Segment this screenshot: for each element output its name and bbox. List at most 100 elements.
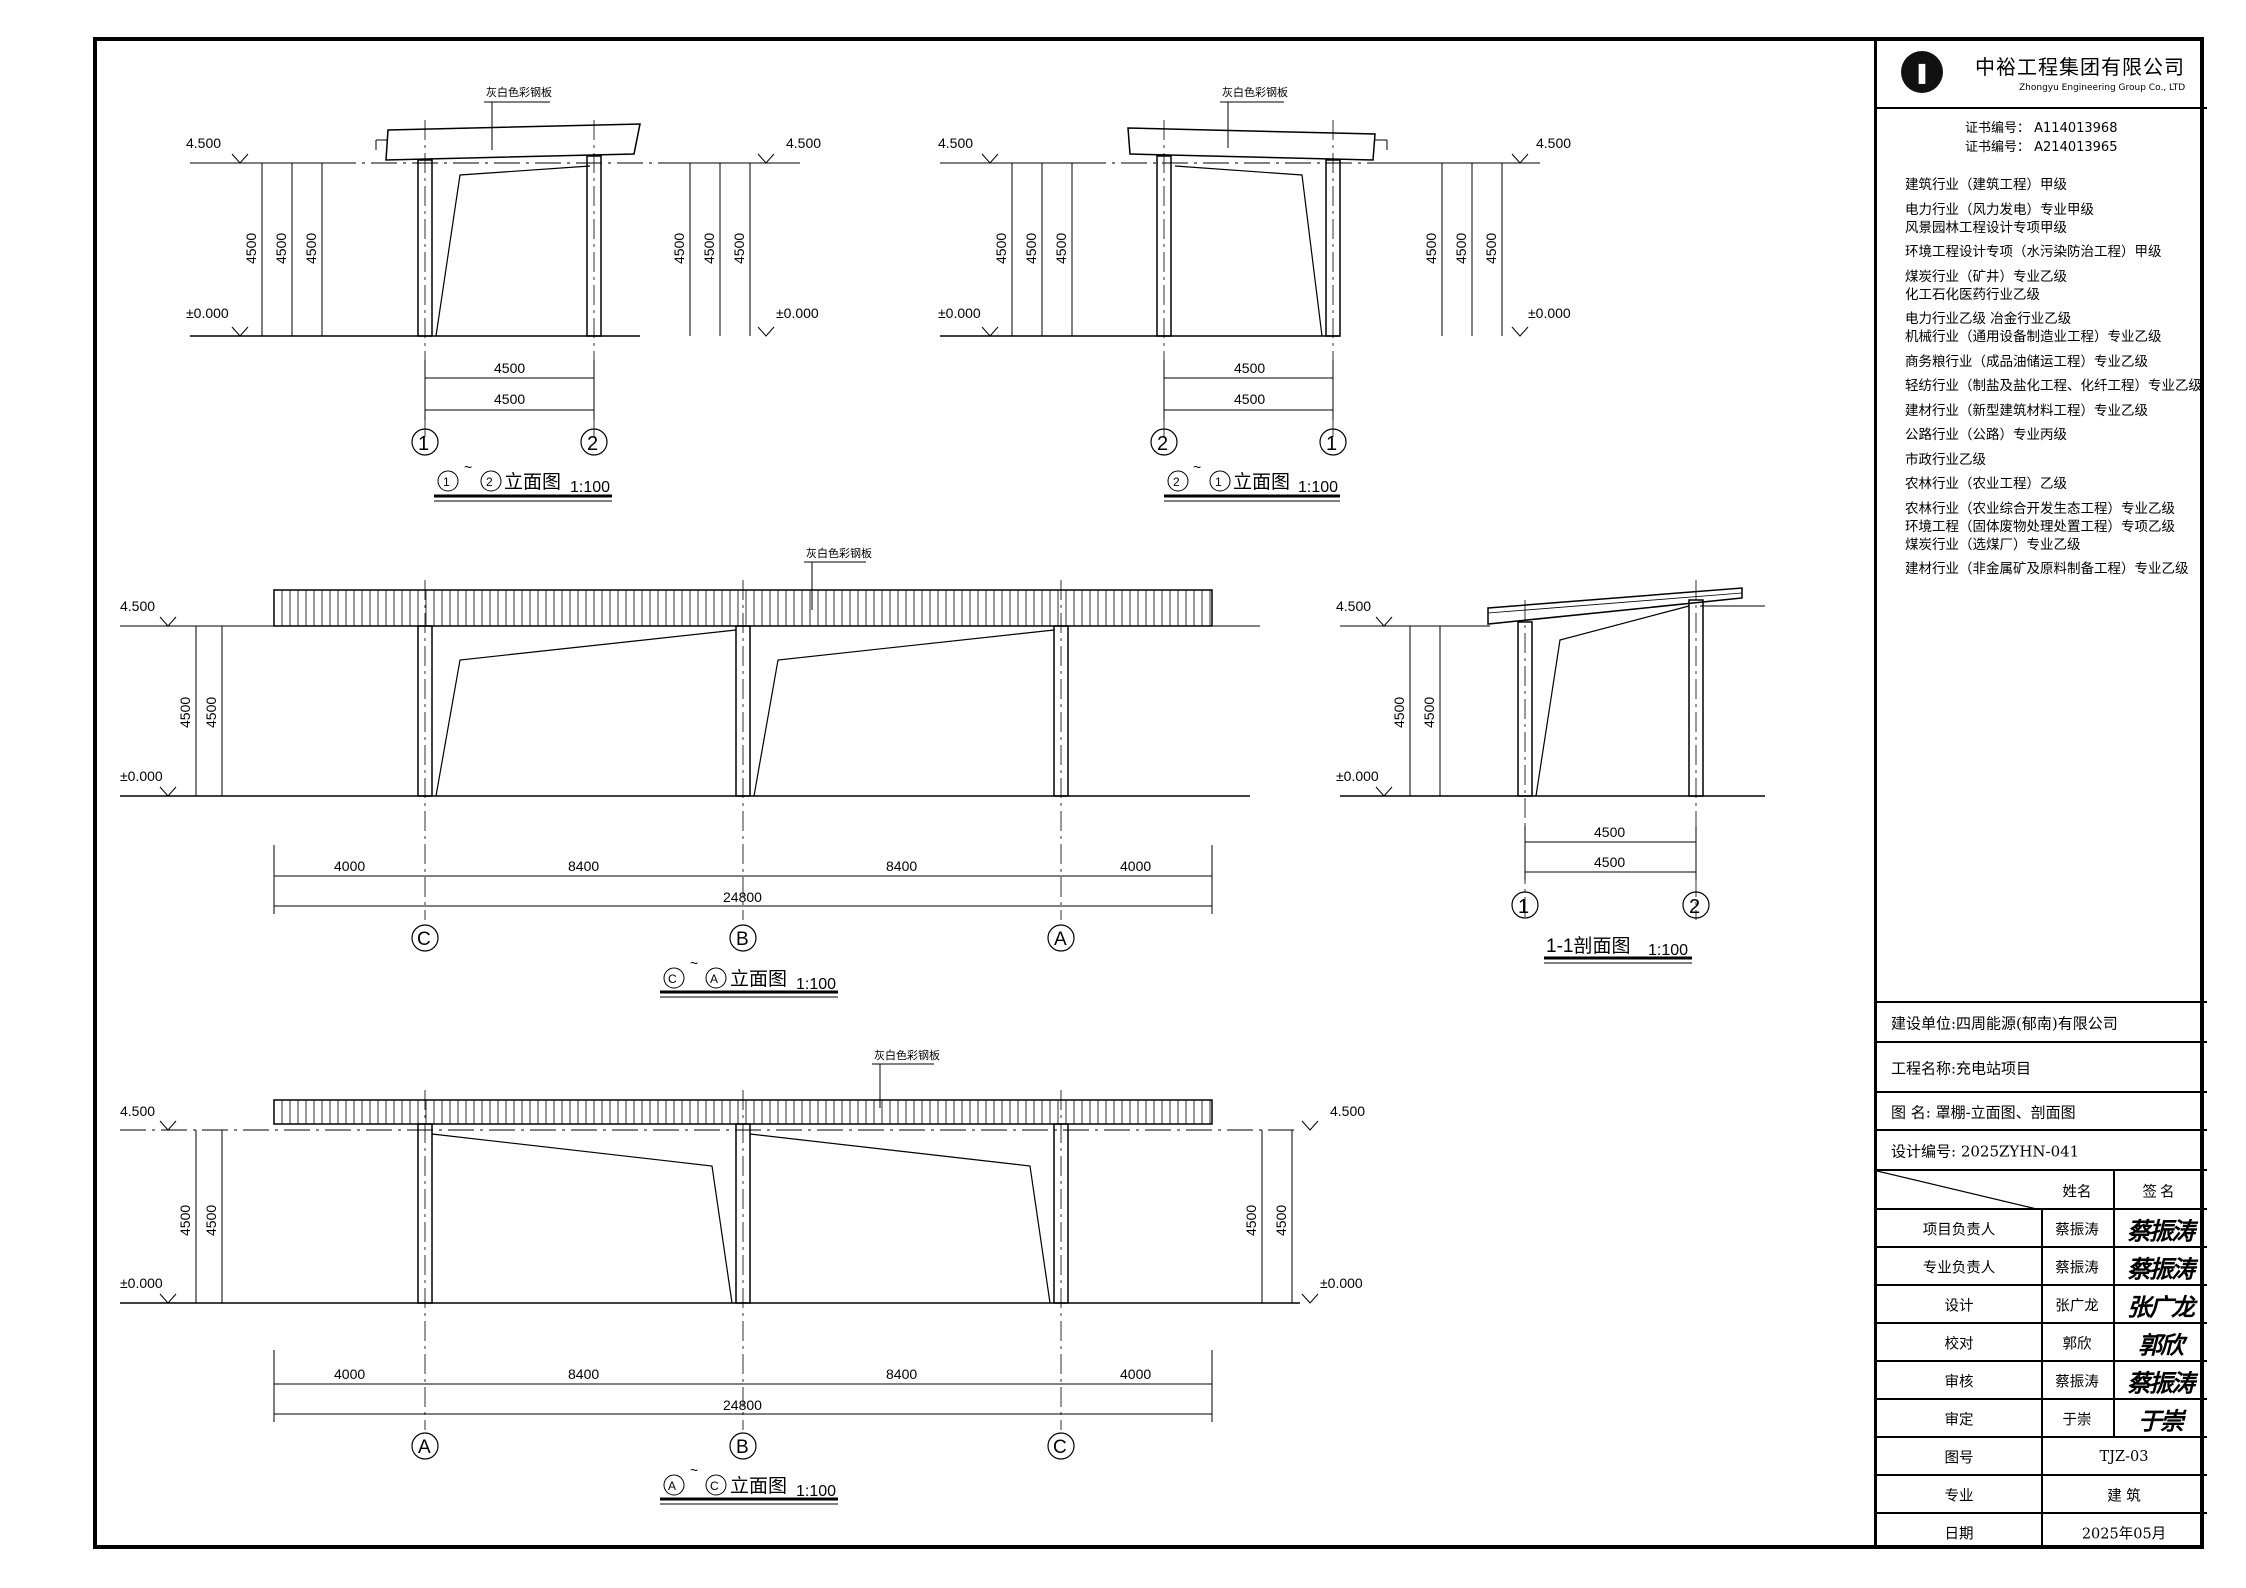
role-label: 审核 [1944, 1374, 1974, 1391]
dim-height: 4500 [1053, 233, 1069, 264]
elev-top-label: 4.500 [186, 135, 221, 151]
signature-mark: 张广龙 [2127, 1292, 2195, 1322]
elev-zero-label: ±0.000 [938, 305, 981, 321]
view-scale: 1:100 [796, 976, 836, 993]
dim-4000: 4000 [1120, 858, 1151, 874]
role-label: 审定 [1944, 1412, 1974, 1429]
dim-height: 4500 [1273, 1205, 1289, 1236]
qualification-item: 机械行业（通用设备制造业工程）专业乙级 [1905, 329, 2162, 345]
client-name: 建设单位:四周能源(郁南)有限公司 [1891, 1014, 2118, 1033]
drawing-frame [93, 37, 2204, 1549]
axis-label: C [1053, 1437, 1067, 1458]
dim-height: 4500 [243, 233, 259, 264]
qualification-item: 农林行业（农业综合开发生态工程）专业乙级 [1905, 500, 2175, 517]
signature-mark: 蔡振涛 [2127, 1254, 2195, 1284]
drawing-name-row: 图 名: 罩棚-立面图、剖面图 [1877, 1091, 2207, 1131]
dim-bay: 4500 [1234, 360, 1265, 376]
dim-4000: 4000 [334, 858, 365, 874]
meta-value: 2025年05月 [2081, 1526, 2167, 1542]
elev-zero-label: ±0.000 [1320, 1275, 1363, 1291]
axis-label: 1 [443, 475, 450, 489]
roof-note: 灰白色彩钢板 [874, 1048, 940, 1062]
sign-header-row: 姓名 签名 [1877, 1169, 2207, 1210]
elevation-C-A [120, 561, 1260, 998]
axis-label: 1 [1326, 433, 1337, 455]
view-title: 1-1剖面图 [1546, 935, 1630, 957]
dim-height: 4500 [701, 233, 717, 264]
dim-bay: 4500 [494, 360, 525, 376]
tilde: ~ [690, 1462, 698, 1478]
axis-label: C [710, 1479, 719, 1493]
elev-top-label: 4.500 [1536, 135, 1571, 151]
project-row: 工程名称:充电站项目 [1877, 1041, 2207, 1093]
certificate-number: 证书编号： A214013965 [1965, 140, 2118, 155]
dim-height: 4500 [177, 697, 193, 728]
meta-label: 日期 [1944, 1526, 1974, 1542]
elev-top-label: 4.500 [1330, 1103, 1365, 1119]
dim-4000: 4000 [1120, 1366, 1151, 1382]
view-title: 立面图 [730, 968, 787, 990]
person-name: 蔡振涛 [2055, 1222, 2099, 1239]
qualification-item: 煤炭行业（矿井）专业乙级 [1905, 268, 2067, 285]
qualification-item: 建筑行业（建筑工程）甲级 [1905, 177, 2067, 193]
axis-label: 1 [418, 433, 429, 455]
axis-label: A [710, 972, 718, 986]
dim-8400: 8400 [568, 858, 599, 874]
dim-total: 24800 [723, 889, 762, 905]
axis-label: 2 [486, 475, 493, 489]
qualification-item: 建材行业（新型建筑材料工程）专业乙级 [1905, 402, 2148, 419]
certificate-number: 证书编号： A114013968 [1965, 121, 2118, 136]
elevation-A-C [120, 1063, 1319, 1505]
drawing-canvas: 灰白色彩钢板 4.500 4.500 ±0.000 ±0.000 4500 45… [120, 85, 1765, 1505]
axis-label: A [1054, 929, 1067, 950]
dim-height: 4500 [273, 233, 289, 264]
dim-8400: 8400 [886, 1366, 917, 1382]
dim-height: 4500 [177, 1205, 193, 1236]
qualification-item: 化工石化医药行业乙级 [1905, 286, 2040, 303]
meta-value: 建 筑 [2107, 1488, 2141, 1505]
qualification-item: 商务粮行业（成品油储运工程）专业乙级 [1905, 353, 2148, 370]
axis-label: 2 [1689, 896, 1700, 918]
dim-4000: 4000 [334, 1366, 365, 1382]
signature-mark: 郭欣 [2138, 1330, 2184, 1360]
dim-height: 4500 [1483, 233, 1499, 264]
elev-zero-label: ±0.000 [776, 305, 819, 321]
axis-label: 2 [587, 433, 598, 455]
axis-label: C [417, 929, 431, 950]
meta-label: 专业 [1944, 1488, 1974, 1505]
qualification-item: 环境工程设计专项（水污染防治工程）甲级 [1905, 244, 2162, 260]
person-name: 于崇 [2062, 1412, 2092, 1429]
elev-top-label: 4.500 [120, 598, 155, 614]
company-header: ❚ 中裕工程集团有限公司 Zhongyu Engineering Group C… [1877, 37, 2207, 109]
role-label: 专业负责人 [1922, 1260, 1996, 1277]
view-title: 立面图 [730, 1475, 787, 1497]
qualification-item: 市政行业乙级 [1905, 451, 1986, 468]
dim-height: 4500 [671, 233, 687, 264]
qualification-item: 环境工程（固体废物处理处置工程）专项乙级 [1905, 518, 2175, 535]
signature-mark: 蔡振涛 [2127, 1368, 2195, 1398]
view-scale: 1:100 [1648, 942, 1688, 959]
person-name: 郭欣 [2062, 1336, 2092, 1353]
signature-mark: 于崇 [2138, 1406, 2184, 1436]
qualification-item: 建材行业（非金属矿及原料制备工程）专业乙级 [1905, 561, 2189, 577]
axis-label: 1 [1518, 896, 1529, 918]
person-name: 张广龙 [2055, 1298, 2099, 1315]
qualification-item: 农林行业（农业工程）乙级 [1905, 476, 2067, 492]
elev-zero-label: ±0.000 [120, 768, 163, 784]
view-title: 立面图 [504, 471, 561, 493]
elev-zero-label: ±0.000 [186, 305, 229, 321]
view-scale: 1:100 [570, 479, 610, 496]
elev-top-label: 4.500 [120, 1103, 155, 1119]
dim-height: 4500 [731, 233, 747, 264]
drawing-labels: 灰白色彩钢板 4.500 4.500 ±0.000 ±0.000 4500 45… [120, 85, 1700, 1500]
tilde: ~ [464, 459, 472, 475]
qualification-item: 风景园林工程设计专项甲级 [1905, 219, 2067, 236]
design-code-row: 设计编号: 2025ZYHN-041 [1877, 1129, 2207, 1171]
axis-label: 1 [1215, 475, 1222, 489]
dim-height: 4500 [1023, 233, 1039, 264]
tilde: ~ [1193, 459, 1201, 475]
dim-height: 4500 [203, 1205, 219, 1236]
person-name: 蔡振涛 [2055, 1374, 2099, 1391]
signature-mark: 蔡振涛 [2127, 1216, 2195, 1246]
dim-height: 4500 [1243, 1205, 1259, 1236]
